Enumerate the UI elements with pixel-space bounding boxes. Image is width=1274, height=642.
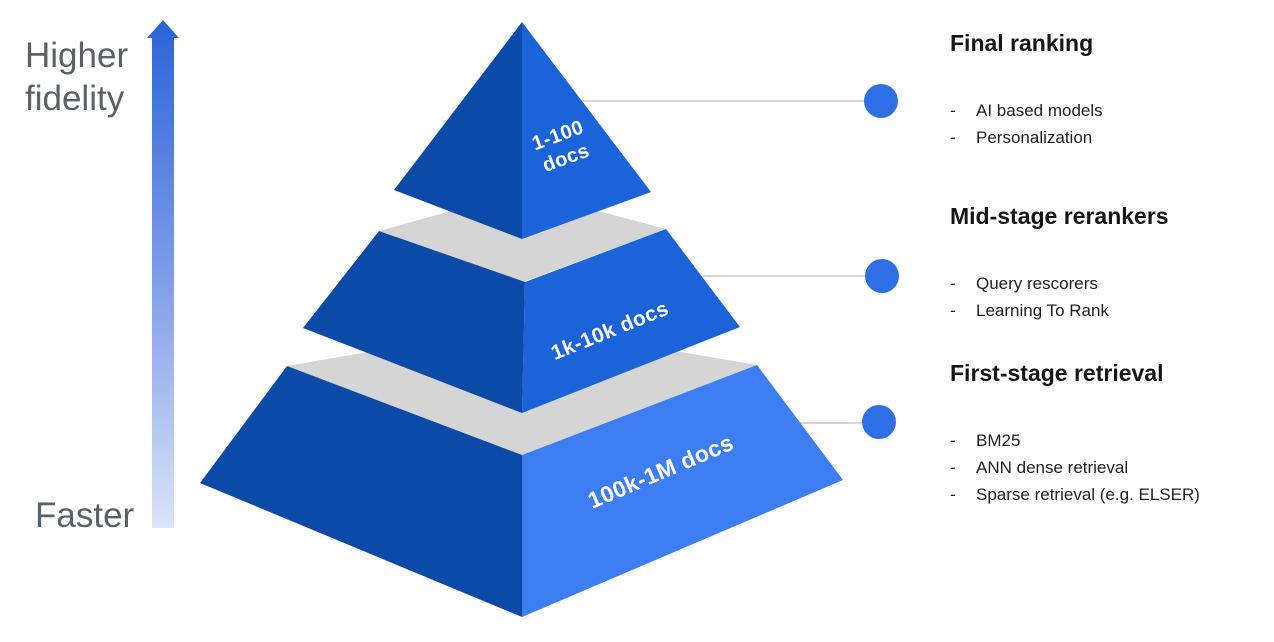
stage-title: Mid-stage rerankers bbox=[950, 203, 1169, 229]
bullet-dash: - bbox=[950, 458, 956, 477]
stage-mid-rerankers: Mid-stage rerankers - Query rescorers - … bbox=[950, 201, 1270, 324]
stage-bullet-list: - BM25 - ANN dense retrieval - Sparse re… bbox=[950, 427, 1270, 508]
bottom-tier-left-face bbox=[200, 366, 522, 617]
stage-bullet-list: - AI based models - Personalization bbox=[950, 97, 1270, 151]
bullet-dash: - bbox=[950, 301, 956, 320]
bullet-dash: - bbox=[950, 128, 956, 147]
bullet-item: - AI based models bbox=[950, 97, 1270, 124]
bullet-text: BM25 bbox=[976, 431, 1021, 450]
middle-tier-right-face bbox=[522, 229, 740, 413]
bullet-text: ANN dense retrieval bbox=[976, 458, 1129, 477]
top-tier-right-face bbox=[522, 22, 651, 239]
bullet-text: AI based models bbox=[976, 101, 1103, 120]
bullet-text: Learning To Rank bbox=[976, 301, 1109, 320]
bullet-text: Query rescorers bbox=[976, 274, 1098, 293]
middle-tier-left-face bbox=[303, 231, 525, 413]
bullet-item: - ANN dense retrieval bbox=[950, 454, 1270, 481]
stage-title: First-stage retrieval bbox=[950, 360, 1164, 386]
stage-bullet-list: - Query rescorers - Learning To Rank bbox=[950, 270, 1270, 324]
bullet-item: - Sparse retrieval (e.g. ELSER) bbox=[950, 481, 1270, 508]
bullet-dash: - bbox=[950, 274, 956, 293]
bullet-dash: - bbox=[950, 431, 956, 450]
stage-final-ranking: Final ranking - AI based models - Person… bbox=[950, 28, 1270, 151]
stage-dot-final bbox=[864, 84, 898, 118]
stage-title: Final ranking bbox=[950, 30, 1094, 56]
bottom-tier-right-face bbox=[522, 365, 843, 617]
bullet-text: Personalization bbox=[976, 128, 1093, 147]
stage-first-retrieval: First-stage retrieval - BM25 - ANN dense… bbox=[950, 358, 1270, 508]
bullet-item: - Learning To Rank bbox=[950, 297, 1270, 324]
top-tier-left-face bbox=[394, 22, 522, 239]
stage-dot-first bbox=[862, 405, 896, 439]
higher-fidelity-label: Higher fidelity bbox=[25, 36, 129, 118]
faster-label: Faster bbox=[35, 496, 135, 535]
bullet-item: - Personalization bbox=[950, 124, 1270, 151]
bullet-item: - BM25 bbox=[950, 427, 1270, 454]
bullet-item: - Query rescorers bbox=[950, 270, 1270, 297]
bullet-dash: - bbox=[950, 101, 956, 120]
stage-dot-mid bbox=[865, 259, 899, 293]
fidelity-arrow-icon bbox=[147, 20, 179, 528]
bullet-text: Sparse retrieval (e.g. ELSER) bbox=[976, 485, 1200, 504]
bullet-dash: - bbox=[950, 485, 956, 504]
